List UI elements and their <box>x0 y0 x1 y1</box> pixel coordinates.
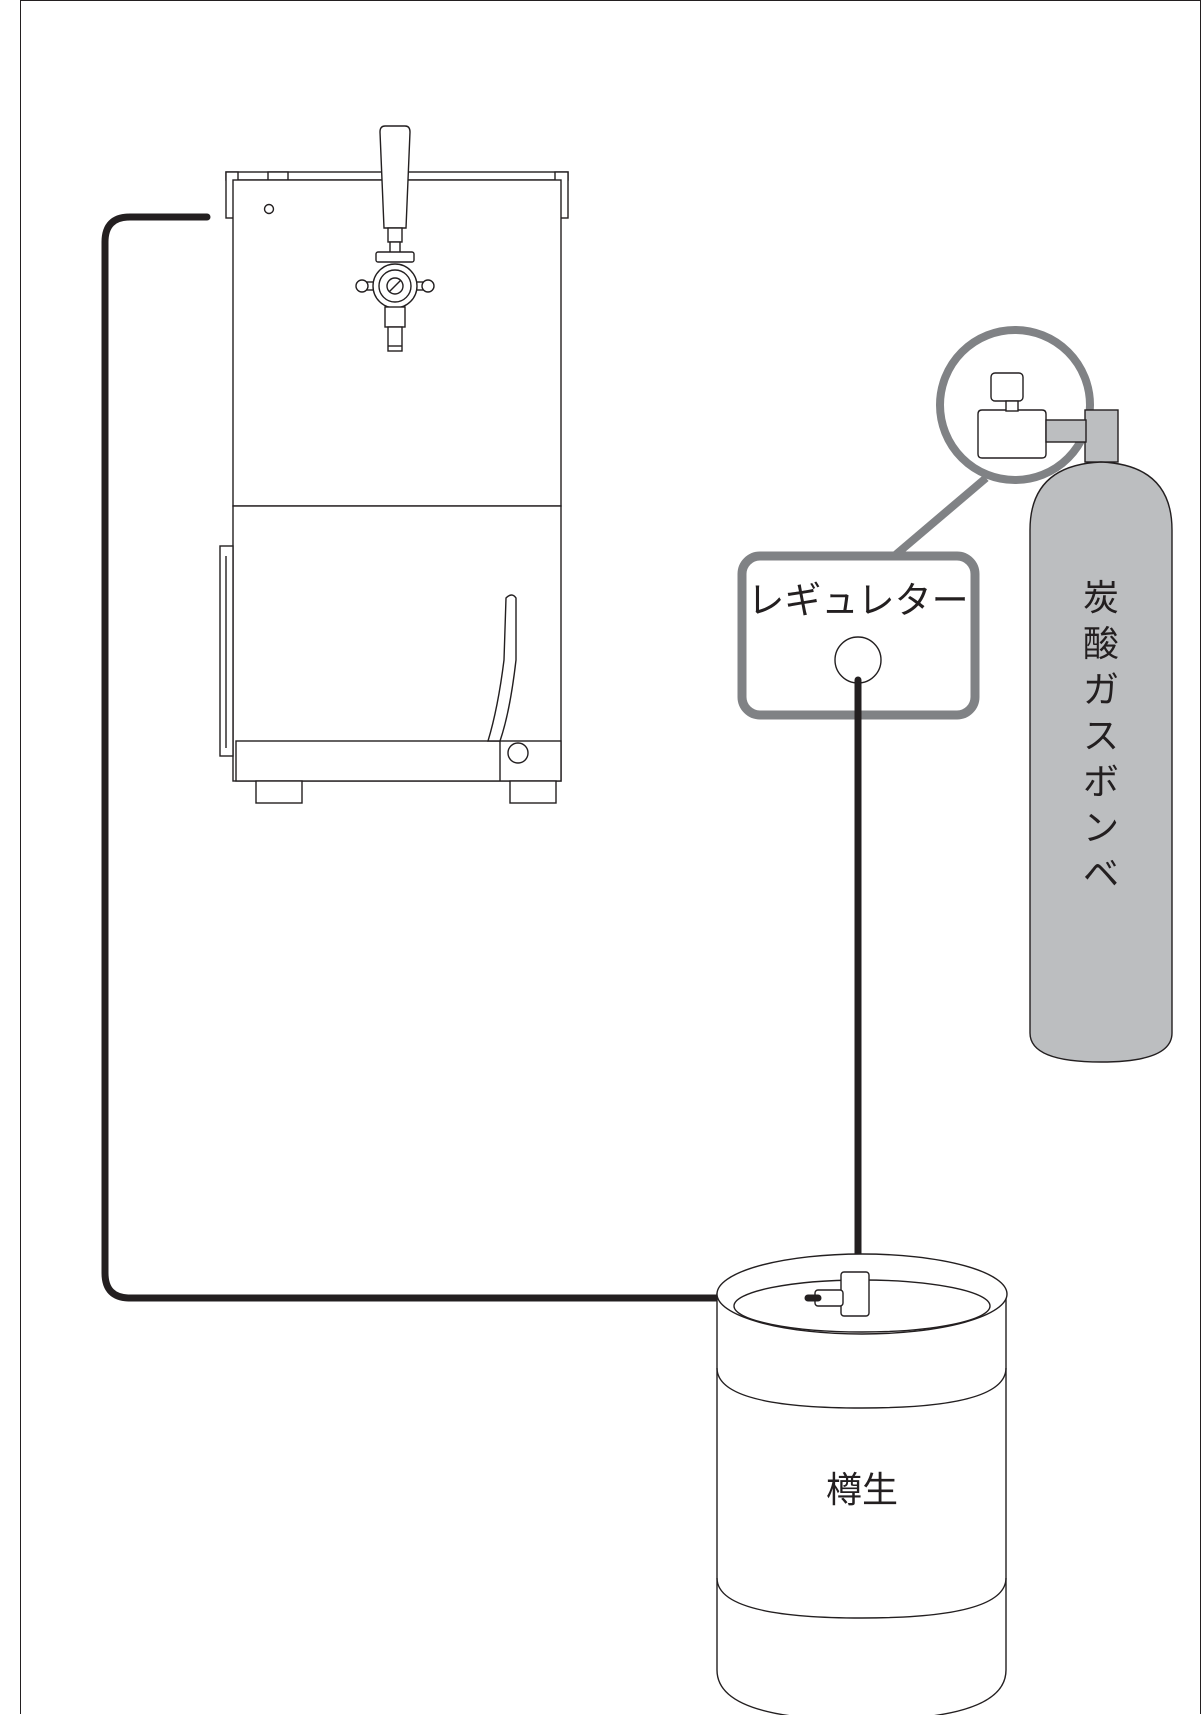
server-inner-hose <box>487 594 517 742</box>
server-foot-left <box>255 780 303 804</box>
cylinder-label: 炭酸ガスボンベ <box>1083 578 1119 895</box>
keg-label: 樽生 <box>826 1470 898 1511</box>
gas-cylinder-icon <box>1029 409 1173 1063</box>
tap-prong-ball-left <box>355 279 369 293</box>
regulator-callout <box>890 326 1094 561</box>
keg-band-lower <box>716 1577 1007 1619</box>
regulator-top-knob <box>990 372 1024 402</box>
tap-handle <box>379 125 411 229</box>
diagram-frame <box>20 0 1201 1714</box>
cylinder-body <box>1029 461 1173 1063</box>
beer-hose-line <box>101 213 818 1302</box>
regulator-stem <box>1005 400 1019 412</box>
server-vent-hole <box>263 203 275 215</box>
beer-server-icon <box>219 171 569 804</box>
server-drip-tray <box>235 740 562 782</box>
server-drain-knob <box>507 742 529 764</box>
keg-body <box>716 1293 1007 1715</box>
server-foot-right <box>509 780 557 804</box>
tap-spout <box>387 326 403 352</box>
beer-tap-icon <box>355 125 435 352</box>
cylinder-label-group: 炭酸ガスボンベ <box>1083 578 1119 895</box>
tap-handle-collar <box>387 227 403 243</box>
keg-band-upper <box>716 1367 1007 1409</box>
tap-ring <box>375 251 415 263</box>
regulator-gauge-dial <box>834 636 882 684</box>
keg-coupler <box>840 1271 870 1317</box>
regulator-zoom-circle <box>936 326 1094 484</box>
regulator-label: レギュレター <box>747 579 968 622</box>
regulator-callout-connector <box>890 474 989 561</box>
regulator-connector <box>1045 419 1087 443</box>
pressure-gauge-icon <box>977 372 1087 459</box>
cylinder-valve-neck <box>1084 409 1119 463</box>
tap-body-screw <box>388 279 402 293</box>
beer-keg-icon <box>716 1253 1008 1715</box>
tap-lower-shank <box>384 306 406 328</box>
regulator-body <box>977 409 1047 459</box>
server-lid-tab <box>267 171 289 181</box>
tap-prong-ball-right <box>421 279 435 293</box>
